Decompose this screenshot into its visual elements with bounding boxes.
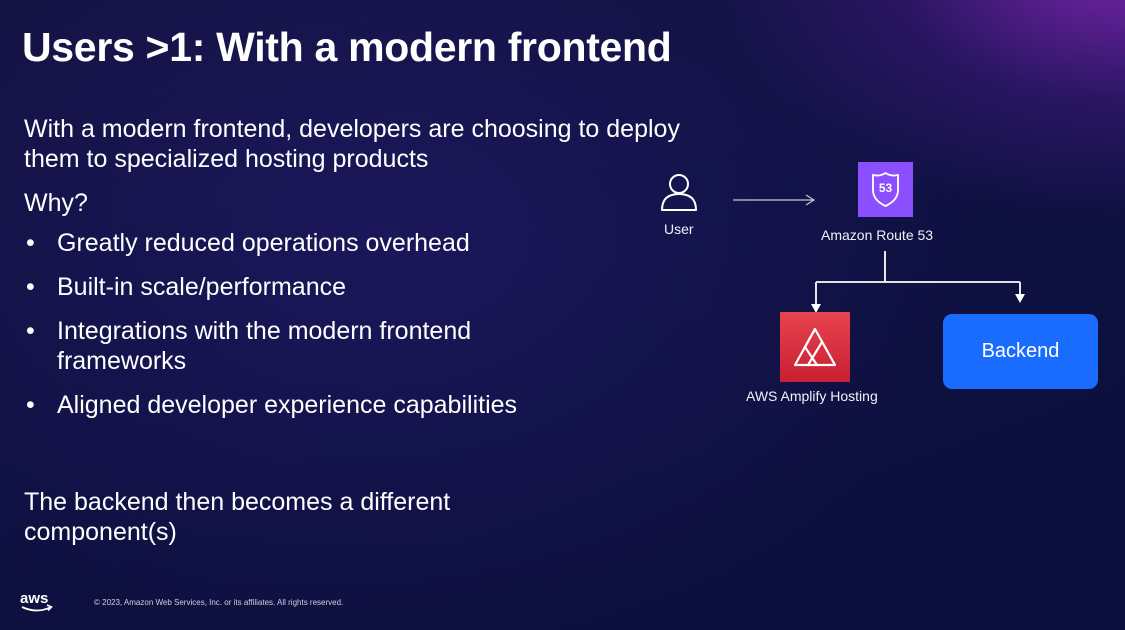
amplify-icon[interactable]	[780, 312, 850, 382]
bullet-dot: •	[26, 229, 35, 257]
bullet-item: • Integrations with the modern frontend …	[24, 316, 694, 376]
bullet-dot: •	[26, 273, 35, 301]
route53-icon[interactable]: 53	[858, 162, 913, 217]
route53-label: Amazon Route 53	[821, 227, 934, 243]
backend-box[interactable]: Backend	[943, 314, 1098, 389]
bullet-label: Built-in scale/performance	[57, 273, 347, 301]
bullet-item: • Greatly reduced operations overhead	[24, 228, 694, 258]
user-to-route53-arrow	[733, 194, 816, 206]
arrowhead-amplify	[811, 304, 821, 313]
slide-body: With a modern frontend, developers are c…	[24, 114, 694, 434]
outro-text: The backend then becomes a different com…	[24, 488, 451, 546]
slide-title: Users >1: With a modern frontend	[22, 24, 672, 70]
why-heading: Why?	[24, 189, 88, 217]
aws-logo-text: aws	[20, 590, 48, 607]
route53-badge: 53	[878, 181, 893, 195]
arrowhead-backend	[1015, 294, 1025, 303]
bullet-item: • Aligned developer experience capabilit…	[24, 390, 694, 420]
bullet-item: • Built-in scale/performance	[24, 272, 694, 302]
bullet-label: Integrations with the modern frontend fr…	[57, 317, 472, 375]
bullet-dot: •	[26, 391, 35, 419]
amplify-label: AWS Amplify Hosting	[746, 388, 878, 404]
user-label: User	[664, 221, 694, 237]
backend-label: Backend	[981, 340, 1060, 362]
intro-text: With a modern frontend, developers are c…	[24, 115, 680, 173]
bullet-list: • Greatly reduced operations overhead • …	[24, 228, 694, 420]
aws-logo: aws	[20, 590, 56, 619]
route53-to-targets-arrows	[815, 251, 1021, 306]
user-icon	[660, 172, 698, 217]
copyright-text: © 2023, Amazon Web Services, Inc. or its…	[94, 598, 344, 607]
bullet-dot: •	[26, 317, 35, 345]
bullet-label: Greatly reduced operations overhead	[57, 229, 470, 257]
bullet-label: Aligned developer experience capabilitie…	[57, 391, 518, 419]
